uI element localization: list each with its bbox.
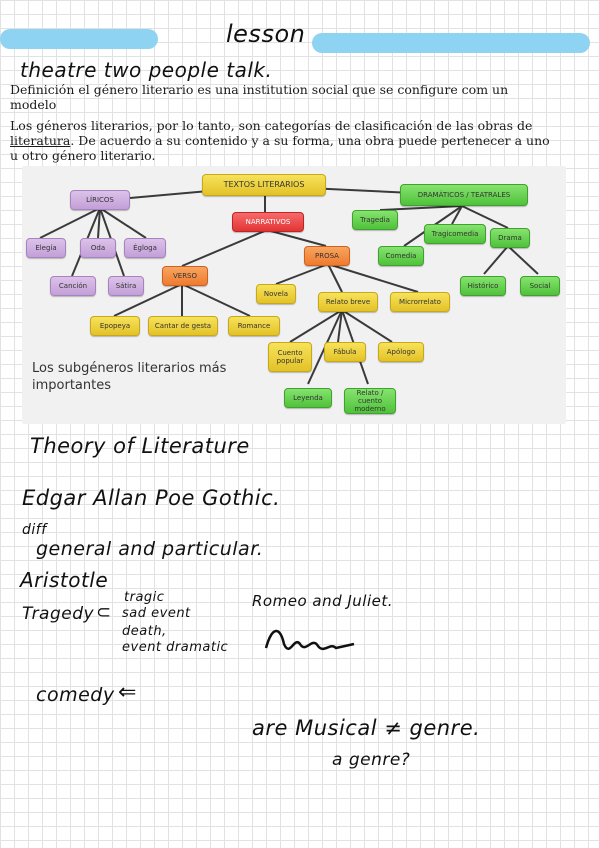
node-comedia: Comedia [378, 246, 424, 266]
literary-genres-map: TEXTOS LITERARIOS LÍRICOS NARRATIVOS DRA… [22, 166, 566, 424]
node-narrativos: NARRATIVOS [232, 212, 304, 232]
node-tragicomedia: Tragicomedia [424, 224, 486, 244]
node-egloga: Égloga [124, 238, 166, 258]
node-satira: Sátira [108, 276, 144, 296]
page-title: lesson [226, 20, 306, 48]
node-relato-breve: Relato breve [318, 292, 378, 312]
squiggle-drawing [264, 629, 355, 651]
node-historico: Histórico [460, 276, 506, 296]
paragraph-part: Los géneros literarios, por lo tanto, so… [10, 118, 533, 133]
node-root: TEXTOS LITERARIOS [202, 174, 326, 196]
note-musical: are Musical ≠ genre. [252, 716, 481, 740]
note-aristotle: Aristotle [20, 568, 109, 592]
node-tragedia: Tragedia [352, 210, 398, 230]
node-novela: Novela [256, 284, 296, 304]
node-elegia: Elegía [26, 238, 66, 258]
header-highlight-right [312, 33, 590, 53]
note-diff: diff [22, 522, 47, 538]
note-tragedy: Tragedy [22, 604, 95, 624]
genres-paragraph: Los géneros literarios, por lo tanto, so… [10, 118, 560, 163]
node-cuento-popular: Cuento popular [268, 342, 312, 372]
note-romeo: Romeo and Juliet. [252, 592, 394, 610]
node-fabula: Fábula [324, 342, 366, 362]
note-death: death, [122, 624, 167, 639]
note-theatre: theatre two people talk. [20, 58, 273, 82]
node-epopeya: Epopeya [90, 316, 140, 336]
note-comedy: comedy [36, 684, 115, 706]
node-liricos: LÍRICOS [70, 190, 130, 210]
node-drama: Drama [490, 228, 530, 248]
underlined-word: literatura [10, 133, 71, 148]
paragraph-part: . De acuerdo a su contenido y a su forma… [10, 133, 550, 163]
node-dramaticos: DRAMÁTICOS / TEATRALES [400, 184, 528, 206]
note-theory: Theory of Literature [30, 434, 250, 458]
node-apologo: Apólogo [378, 342, 424, 362]
note-agenre: a genre? [332, 750, 411, 770]
node-leyenda: Leyenda [284, 388, 332, 408]
node-verso: VERSO [162, 266, 208, 286]
node-relato-moderno: Relato / cuento moderno [344, 388, 396, 414]
note-sad-event: sad event [122, 606, 191, 621]
header-highlight-left [0, 29, 158, 49]
node-oda: Oda [80, 238, 116, 258]
bracket-mark: ⊂ [96, 602, 112, 623]
node-cantar: Cantar de gesta [148, 316, 218, 336]
note-general: general and particular. [36, 538, 264, 560]
node-social: Social [520, 276, 560, 296]
node-prosa: PROSA [304, 246, 350, 266]
note-poe: Edgar Allan Poe Gothic. [22, 486, 281, 510]
map-caption: Los subgéneros literarios más importante… [32, 361, 227, 393]
arrow-mark: ⇐ [118, 680, 137, 705]
node-cancion: Canción [50, 276, 96, 296]
node-romance: Romance [228, 316, 280, 336]
note-dramatic: event dramatic [122, 640, 229, 655]
note-tragic: tragic [124, 590, 165, 605]
node-microrrelato: Microrrelato [390, 292, 450, 312]
definition-text: Definición el género literario es una in… [10, 82, 509, 112]
